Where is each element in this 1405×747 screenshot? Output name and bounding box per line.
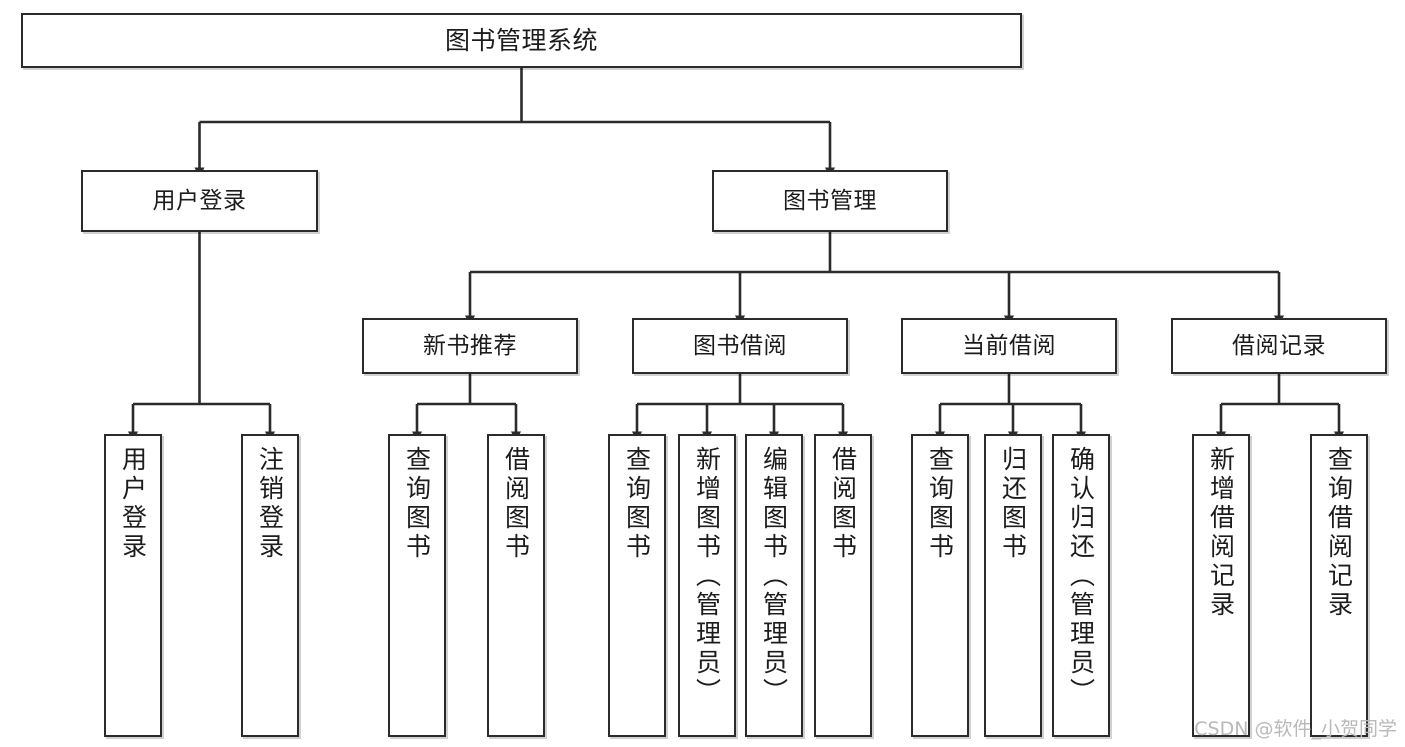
node-label-leaf-borrow-query: 查询图书	[622, 446, 652, 562]
node-label-leaf-borrow-edit: 编辑图书（管理员）	[759, 446, 789, 707]
node-label-leaf-borrow-do: 借阅图书	[828, 446, 858, 562]
node-leaf-current-query[interactable]: 查询图书	[911, 434, 969, 737]
node-label-leaf-user-login: 用户登录	[118, 446, 148, 562]
node-label-borrow-record: 借阅记录	[1232, 332, 1326, 359]
node-label-leaf-recommend-query: 查询图书	[402, 446, 432, 562]
node-label-root: 图书管理系统	[444, 26, 598, 55]
node-leaf-recommend-borrow[interactable]: 借阅图书	[487, 434, 545, 737]
node-leaf-borrow-do[interactable]: 借阅图书	[814, 434, 872, 737]
node-leaf-user-login[interactable]: 用户登录	[104, 434, 162, 737]
node-label-leaf-borrow-add: 新增图书（管理员）	[692, 446, 722, 707]
node-label-leaf-current-query: 查询图书	[925, 446, 955, 562]
node-label-leaf-record-query: 查询借阅记录	[1324, 446, 1354, 620]
node-label-current-borrow: 当前借阅	[962, 332, 1056, 359]
node-leaf-current-return[interactable]: 归还图书	[984, 434, 1042, 737]
node-label-book-borrow: 图书借阅	[693, 332, 787, 359]
node-label-leaf-current-return: 归还图书	[998, 446, 1028, 562]
node-leaf-record-query[interactable]: 查询借阅记录	[1310, 434, 1368, 737]
node-label-leaf-recommend-borrow: 借阅图书	[501, 446, 531, 562]
node-label-leaf-current-confirm: 确认归还（管理员）	[1066, 446, 1096, 707]
node-user-login[interactable]: 用户登录	[81, 170, 318, 232]
node-borrow-record[interactable]: 借阅记录	[1171, 318, 1387, 374]
node-label-leaf-user-logout: 注销登录	[255, 446, 285, 562]
node-leaf-record-add[interactable]: 新增借阅记录	[1192, 434, 1250, 737]
node-leaf-user-logout[interactable]: 注销登录	[241, 434, 299, 737]
node-leaf-borrow-add[interactable]: 新增图书（管理员）	[678, 434, 736, 737]
node-label-leaf-record-add: 新增借阅记录	[1206, 446, 1236, 620]
node-new-book-recommend[interactable]: 新书推荐	[362, 318, 578, 374]
node-leaf-recommend-query[interactable]: 查询图书	[388, 434, 446, 737]
node-leaf-borrow-edit[interactable]: 编辑图书（管理员）	[745, 434, 803, 737]
node-leaf-current-confirm[interactable]: 确认归还（管理员）	[1052, 434, 1110, 737]
node-root[interactable]: 图书管理系统	[21, 13, 1022, 68]
node-label-book-admin: 图书管理	[783, 187, 877, 214]
node-label-user-login: 用户登录	[152, 187, 247, 214]
node-book-borrow[interactable]: 图书借阅	[632, 318, 848, 374]
node-leaf-borrow-query[interactable]: 查询图书	[608, 434, 666, 737]
node-label-new-book-recommend: 新书推荐	[423, 332, 517, 359]
node-current-borrow[interactable]: 当前借阅	[901, 318, 1117, 374]
node-book-admin[interactable]: 图书管理	[712, 170, 948, 232]
